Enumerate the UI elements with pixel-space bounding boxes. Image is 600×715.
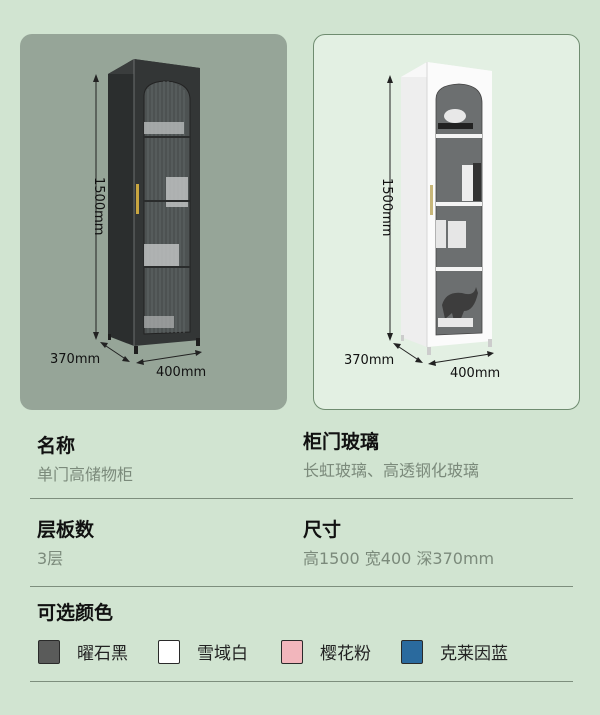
divider (30, 586, 573, 587)
spec-value: 高1500 宽400 深370mm (303, 549, 495, 568)
color-option-blue[interactable]: 克莱因蓝 (401, 639, 508, 664)
height-dimension-label: 1500mm (379, 178, 394, 237)
spec-title: 名称 (37, 435, 76, 457)
spec-name: 名称 单门高储物柜 (37, 434, 133, 486)
color-label: 曜石黑 (77, 644, 128, 664)
color-swatch[interactable] (401, 639, 423, 664)
spec-glass: 柜门玻璃 长虹玻璃、高透钢化玻璃 (303, 430, 479, 482)
depth-dimension-label: 370mm (50, 352, 101, 367)
width-dimension-label: 400mm (450, 366, 501, 381)
color-swatch-list: 曜石黑 雪域白 樱花粉 克莱因蓝 (38, 639, 508, 664)
black-cabinet-illustration (93, 59, 202, 365)
height-dimension-label: 1500mm (91, 177, 106, 236)
depth-dimension-label: 370mm (344, 353, 395, 368)
color-swatch[interactable] (38, 639, 60, 664)
white-cabinet-illustration (387, 62, 494, 366)
spec-value: 长虹玻璃、高透钢化玻璃 (303, 461, 480, 480)
color-label: 樱花粉 (320, 644, 371, 664)
divider (30, 498, 573, 499)
color-options-section: 可选颜色 (37, 601, 113, 625)
color-swatch[interactable] (281, 639, 303, 664)
color-option-black[interactable]: 曜石黑 (38, 639, 128, 664)
color-swatch[interactable] (158, 639, 180, 664)
spec-size: 尺寸 高1500 宽400 深370mm (303, 518, 494, 570)
spec-shelves: 层板数 3层 (37, 518, 94, 570)
product-image-white: 1500mm 370mm 400mm (313, 34, 580, 410)
spec-title: 尺寸 (303, 519, 342, 541)
spec-title: 层板数 (37, 519, 95, 541)
spec-title: 柜门玻璃 (303, 431, 380, 453)
divider (30, 681, 573, 682)
width-dimension-label: 400mm (156, 365, 207, 380)
color-option-pink[interactable]: 樱花粉 (281, 639, 371, 664)
product-image-black: 1500mm 370mm 400mm (20, 34, 287, 410)
color-label: 雪域白 (197, 644, 248, 664)
color-option-white[interactable]: 雪域白 (158, 639, 248, 664)
color-options-title: 可选颜色 (37, 602, 114, 624)
color-label: 克莱因蓝 (440, 644, 508, 664)
spec-value: 3层 (37, 549, 64, 568)
spec-value: 单门高储物柜 (37, 465, 134, 484)
